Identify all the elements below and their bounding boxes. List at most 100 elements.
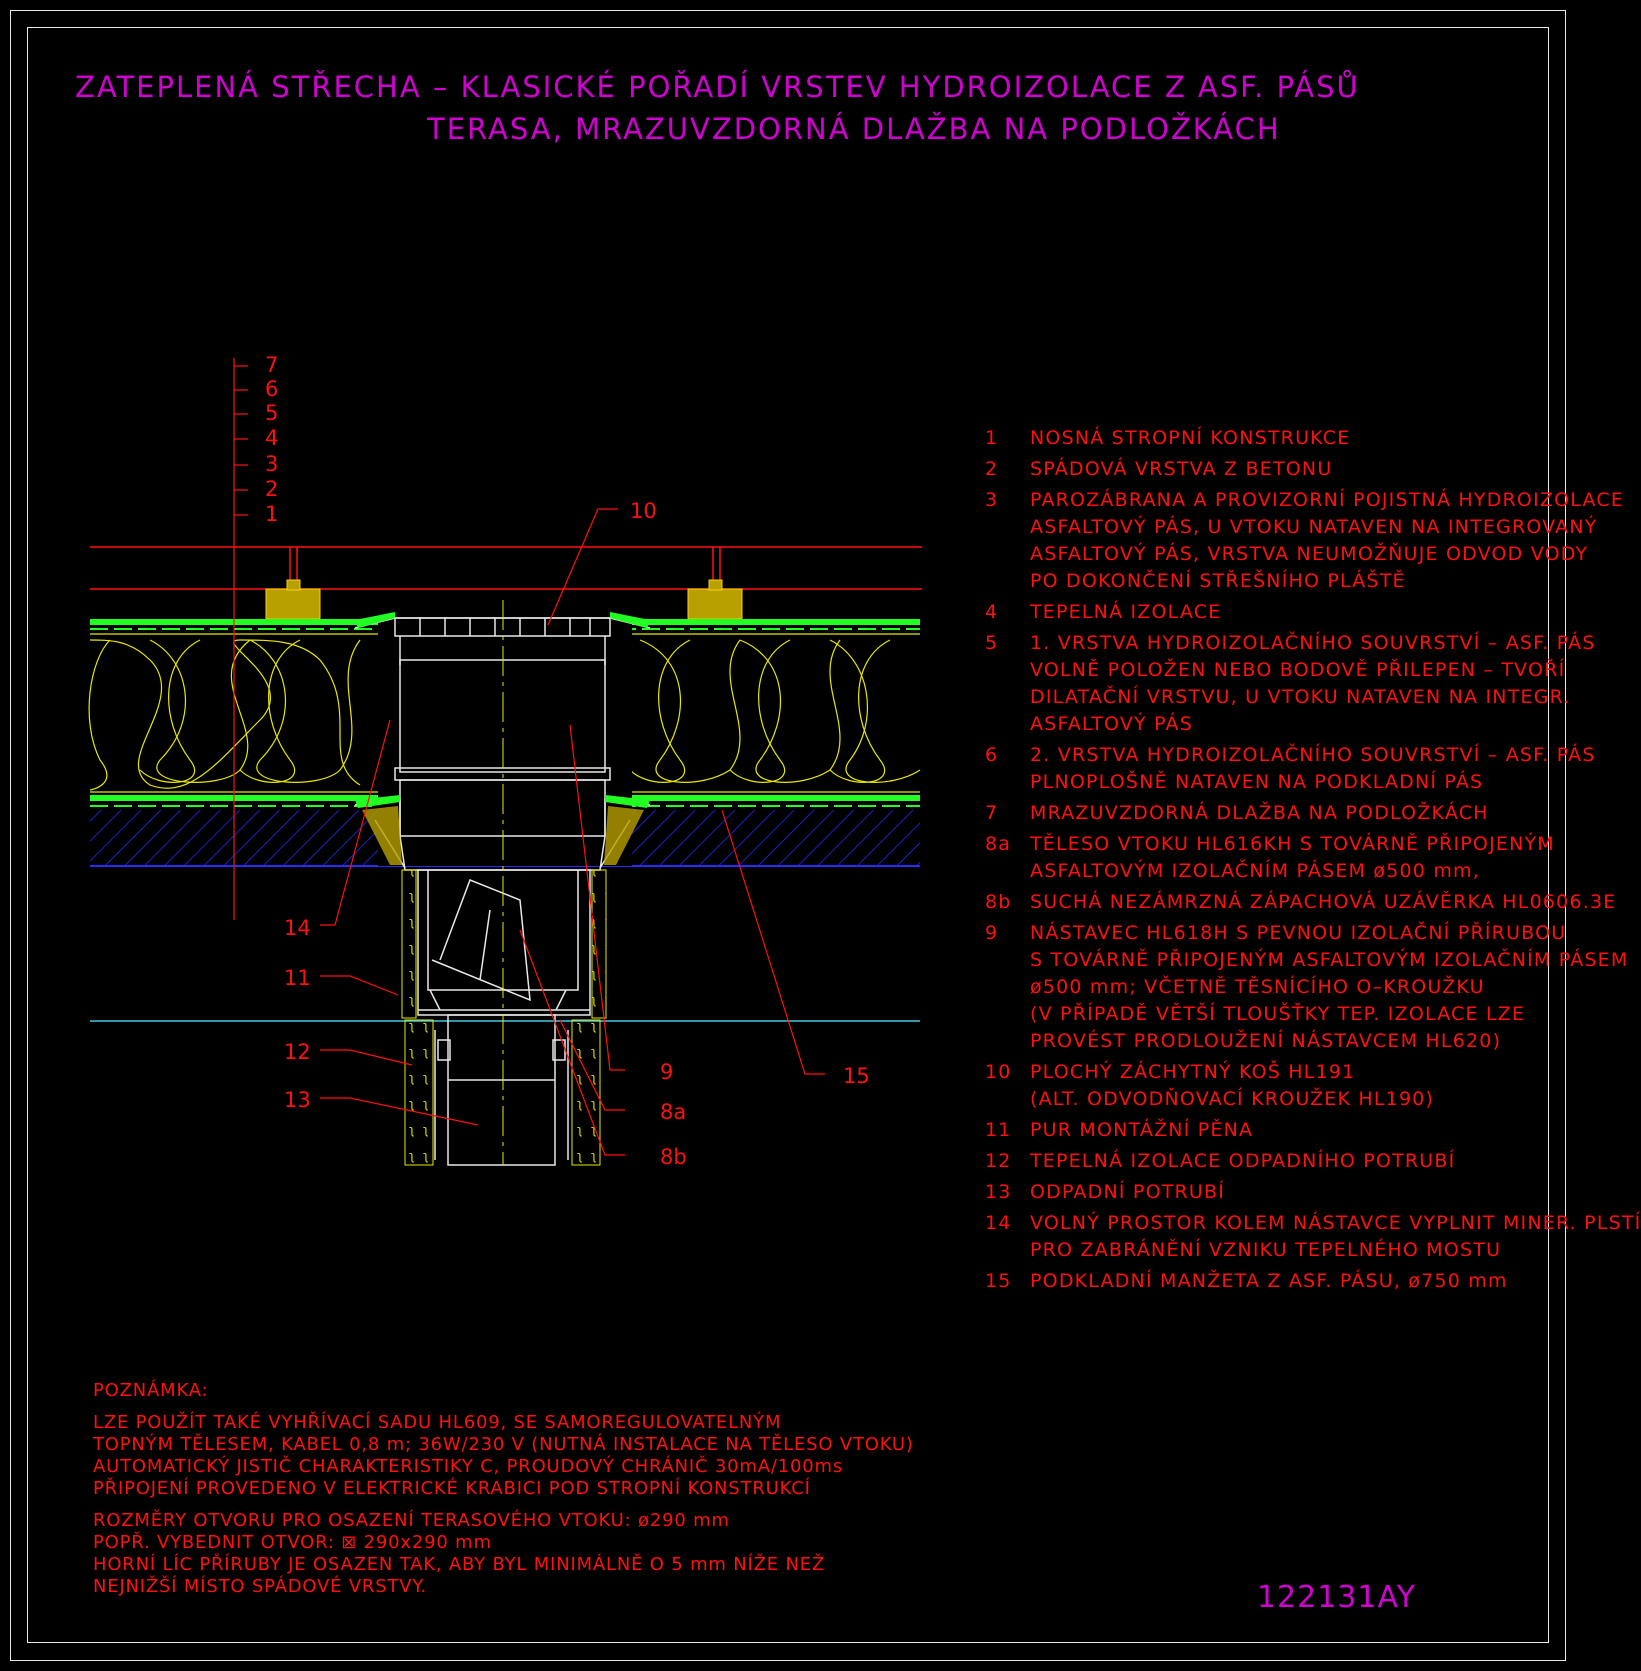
callout-8a: 8a: [660, 1100, 686, 1124]
legend-number: 6: [985, 744, 999, 766]
legend-item: 6 2. VRSTVA HYDROIZOLAČNÍHO SOUVRSTVÍ – A…: [985, 742, 1596, 796]
legend-text: PLNOPLOŠNĚ NATAVEN NA PODKLADNÍ PÁS: [1030, 771, 1484, 793]
legend-item: 13 ODPADNÍ POTRUBÍ: [985, 1179, 1565, 1206]
legend-text: PROVÉST PRODLOUŽENÍ NÁSTAVCEM HL620): [1030, 1030, 1502, 1052]
scale-label-6: 6: [265, 377, 278, 401]
scale-label-7: 7: [265, 353, 278, 377]
scale-label-4: 4: [265, 426, 278, 450]
note-line: NEJNIŽŠÍ MÍSTO SPÁDOVÉ VRSTVY.: [93, 1576, 428, 1597]
legend-text: MRAZUVZDORNÁ DLAŽBA NA PODLOŽKÁCH: [1030, 802, 1489, 824]
legend-text: S TOVÁRNĚ PŘIPOJENÝM ASFALTOVÝM IZOLAČNÍ…: [1030, 949, 1629, 971]
note-line: LZE POUŽÍT TAKÉ VYHŘÍVACÍ SADU HL609, SE…: [93, 1412, 782, 1433]
legend-item: 5 1. VRSTVA HYDROIZOLAČNÍHO SOUVRSTVÍ – A…: [985, 630, 1596, 738]
legend-text: PUR MONTÁŽNÍ PĚNA: [1030, 1119, 1254, 1141]
legend-number: 8a: [985, 833, 1012, 855]
legend-item: 14 VOLNÝ PROSTOR KOLEM NÁSTAVCE VYPLNIT M…: [985, 1210, 1641, 1264]
legend-number: 13: [985, 1181, 1012, 1203]
legend-text: NÁSTAVEC HL618H S PEVNOU IZOLAČNÍ PŘÍRUB…: [1030, 922, 1567, 944]
legend-item: 7 MRAZUVZDORNÁ DLAŽBA NA PODLOŽKÁCH: [985, 800, 1565, 827]
tile-pedestals: [265, 579, 743, 620]
callout-12: 12: [284, 1040, 311, 1064]
callout-14: 14: [284, 916, 311, 940]
leader-lines: [320, 508, 825, 1156]
legend-text: TEPELNÁ IZOLACE: [1030, 601, 1222, 623]
legend-text: ASFALTOVÝM IZOLAČNÍM PÁSEM ø500 mm,: [1030, 860, 1480, 882]
callout-13: 13: [284, 1088, 311, 1112]
legend-number: 14: [985, 1212, 1012, 1234]
note: POZNÁMKA: LZE POUŽÍT TAKÉ VYHŘÍVACÍ SADU…: [93, 1380, 914, 1598]
legend-text: VOLNÝ PROSTOR KOLEM NÁSTAVCE VYPLNIT MIN…: [1030, 1212, 1641, 1234]
drawing-outer-frame: [10, 10, 1566, 1661]
legend-number: 9: [985, 922, 999, 944]
legend-number: 2: [985, 458, 999, 480]
legend-text: ASFALTOVÝ PÁS: [1030, 713, 1193, 735]
title-line-2: TERASA, MRAZUVZDORNÁ DLAŽBA NA PODLOŽKÁC…: [427, 112, 1281, 146]
drain-section-drawing: ʅ: [88, 353, 922, 1169]
scale-label-2: 2: [265, 477, 278, 501]
legend-item: 11 PUR MONTÁŽNÍ PĚNA: [985, 1117, 1565, 1144]
legend-number: 15: [985, 1270, 1012, 1292]
callout-9: 9: [660, 1060, 673, 1084]
legend-text: ASFALTOVÝ PÁS, VRSTVA NEUMOŽŇUJE ODVOD V…: [1030, 543, 1589, 565]
legend-number: 4: [985, 601, 999, 623]
legend-number: 8b: [985, 891, 1012, 913]
legend-item: 3 PAROZÁBRANA A PROVIZORNÍ POJISTNÁ HYDRO…: [985, 487, 1625, 595]
callout-8b: 8b: [660, 1145, 687, 1169]
callout-10: 10: [630, 499, 657, 523]
pur-foam: [401, 869, 607, 1019]
scale-label-1: 1: [265, 502, 278, 526]
legend-text: PRO ZABRÁNĚNÍ VZNIKU TEPELNÉHO MOSTU: [1030, 1239, 1502, 1261]
legend-text: ODPADNÍ POTRUBÍ: [1030, 1181, 1226, 1203]
callout-11: 11: [284, 966, 311, 990]
drain-flange-membrane: [355, 612, 650, 808]
layer-scale-labels: 7 6 5 4 3 2 1: [265, 353, 278, 526]
legend-text: SUCHÁ NEZÁMRZNÁ ZÁPACHOVÁ UZÁVĚRKA HL060…: [1030, 891, 1617, 913]
note-line: AUTOMATICKÝ JISTIČ CHARAKTERISTIKY C, PR…: [93, 1456, 843, 1477]
note-heading: POZNÁMKA:: [93, 1380, 209, 1401]
legend-item: 2 SPÁDOVÁ VRSTVA Z BETONU: [985, 456, 1565, 483]
legend-text: ø500 mm; VČETNĚ TĚSNÍCÍHO O–KROUŽKU: [1030, 976, 1485, 998]
callout-15: 15: [843, 1064, 870, 1088]
layer-scale: [233, 358, 248, 920]
legend-text: 2. VRSTVA HYDROIZOLAČNÍHO SOUVRSTVÍ – AS…: [1030, 744, 1596, 766]
callout-labels: 10 14 11 12 13 9 8a 8b 15: [284, 499, 870, 1169]
legend-text: PAROZÁBRANA A PROVIZORNÍ POJISTNÁ HYDROI…: [1030, 489, 1625, 511]
scale-label-3: 3: [265, 452, 278, 476]
drain-opening: [378, 618, 632, 866]
legend-text: 1. VRSTVA HYDROIZOLAČNÍHO SOUVRSTVÍ – AS…: [1030, 632, 1596, 654]
legend-item: 8b SUCHÁ NEZÁMRZNÁ ZÁPACHOVÁ UZÁVĚRKA HL0…: [985, 889, 1617, 916]
legend-item: 4 TEPELNÁ IZOLACE: [985, 599, 1565, 626]
legend-text: PO DOKONČENÍ STŘEŠNÍHO PLÁŠTĚ: [1030, 570, 1406, 592]
legend-text: NOSNÁ STROPNÍ KONSTRUKCE: [1030, 427, 1351, 449]
legend-text: PODKLADNÍ MANŽETA Z ASF. PÁSU, ø750 mm: [1030, 1270, 1508, 1292]
legend-number: 11: [985, 1119, 1012, 1141]
mineral-wool-fill: [362, 806, 644, 865]
legend-number: 10: [985, 1061, 1012, 1083]
legend-text: TĚLESO VTOKU HL616KH S TOVÁRNĚ PŘIPOJENÝ…: [1030, 833, 1555, 855]
legend-text: VOLNĚ POLOŽEN NEBO BODOVĚ PŘILEPEN – TVO…: [1030, 659, 1566, 681]
scale-label-5: 5: [265, 401, 278, 425]
title-line-1: ZATEPLENÁ STŘECHA – KLASICKÉ POŘADÍ VRST…: [75, 70, 1360, 104]
paving-tiles: [90, 546, 922, 590]
legend-item: 8a TĚLESO VTOKU HL616KH S TOVÁRNĚ PŘIPOJE…: [985, 831, 1565, 885]
legend-item: 1 NOSNÁ STROPNÍ KONSTRUKCE: [985, 425, 1565, 452]
legend-item: 15 PODKLADNÍ MANŽETA Z ASF. PÁSU, ø750 mm: [985, 1268, 1565, 1295]
legend: 1 NOSNÁ STROPNÍ KONSTRUKCE 2 SPÁDOVÁ VRSTVA…: [985, 425, 1641, 1299]
legend-text: (ALT. ODVODŇOVACÍ KROUŽEK HL190): [1030, 1088, 1435, 1110]
legend-text: DILATAČNÍ VRSTVU, U VTOKU NATAVEN NA INT…: [1030, 686, 1571, 708]
pipe-insulation: [404, 1019, 601, 1166]
legend-text: SPÁDOVÁ VRSTVA Z BETONU: [1030, 458, 1333, 480]
note-line: PŘIPOJENÍ PROVEDENO V ELEKTRICKÉ KRABICI…: [93, 1478, 811, 1499]
legend-number: 7: [985, 802, 999, 824]
legend-number: 12: [985, 1150, 1012, 1172]
note-line: HORNÍ LÍC PŘÍRUBY JE OSAZEN TAK, ABY BYL…: [93, 1554, 826, 1575]
legend-number: 5: [985, 632, 999, 654]
legend-number: 3: [985, 489, 999, 511]
legend-text: (V PŘÍPADĚ VĚTŠÍ TLOUŠŤKY TEP. IZOLACE L…: [1030, 1003, 1526, 1025]
legend-item: 9 NÁSTAVEC HL618H S PEVNOU IZOLAČNÍ PŘÍRU…: [985, 920, 1629, 1055]
note-line: POPŘ. VYBEDNIT OTVOR: ⊠ 290x290 mm: [93, 1532, 492, 1553]
legend-number: 1: [985, 427, 999, 449]
note-line: ROZMĚRY OTVORU PRO OSAZENÍ TERASOVÉHO VT…: [93, 1510, 730, 1531]
